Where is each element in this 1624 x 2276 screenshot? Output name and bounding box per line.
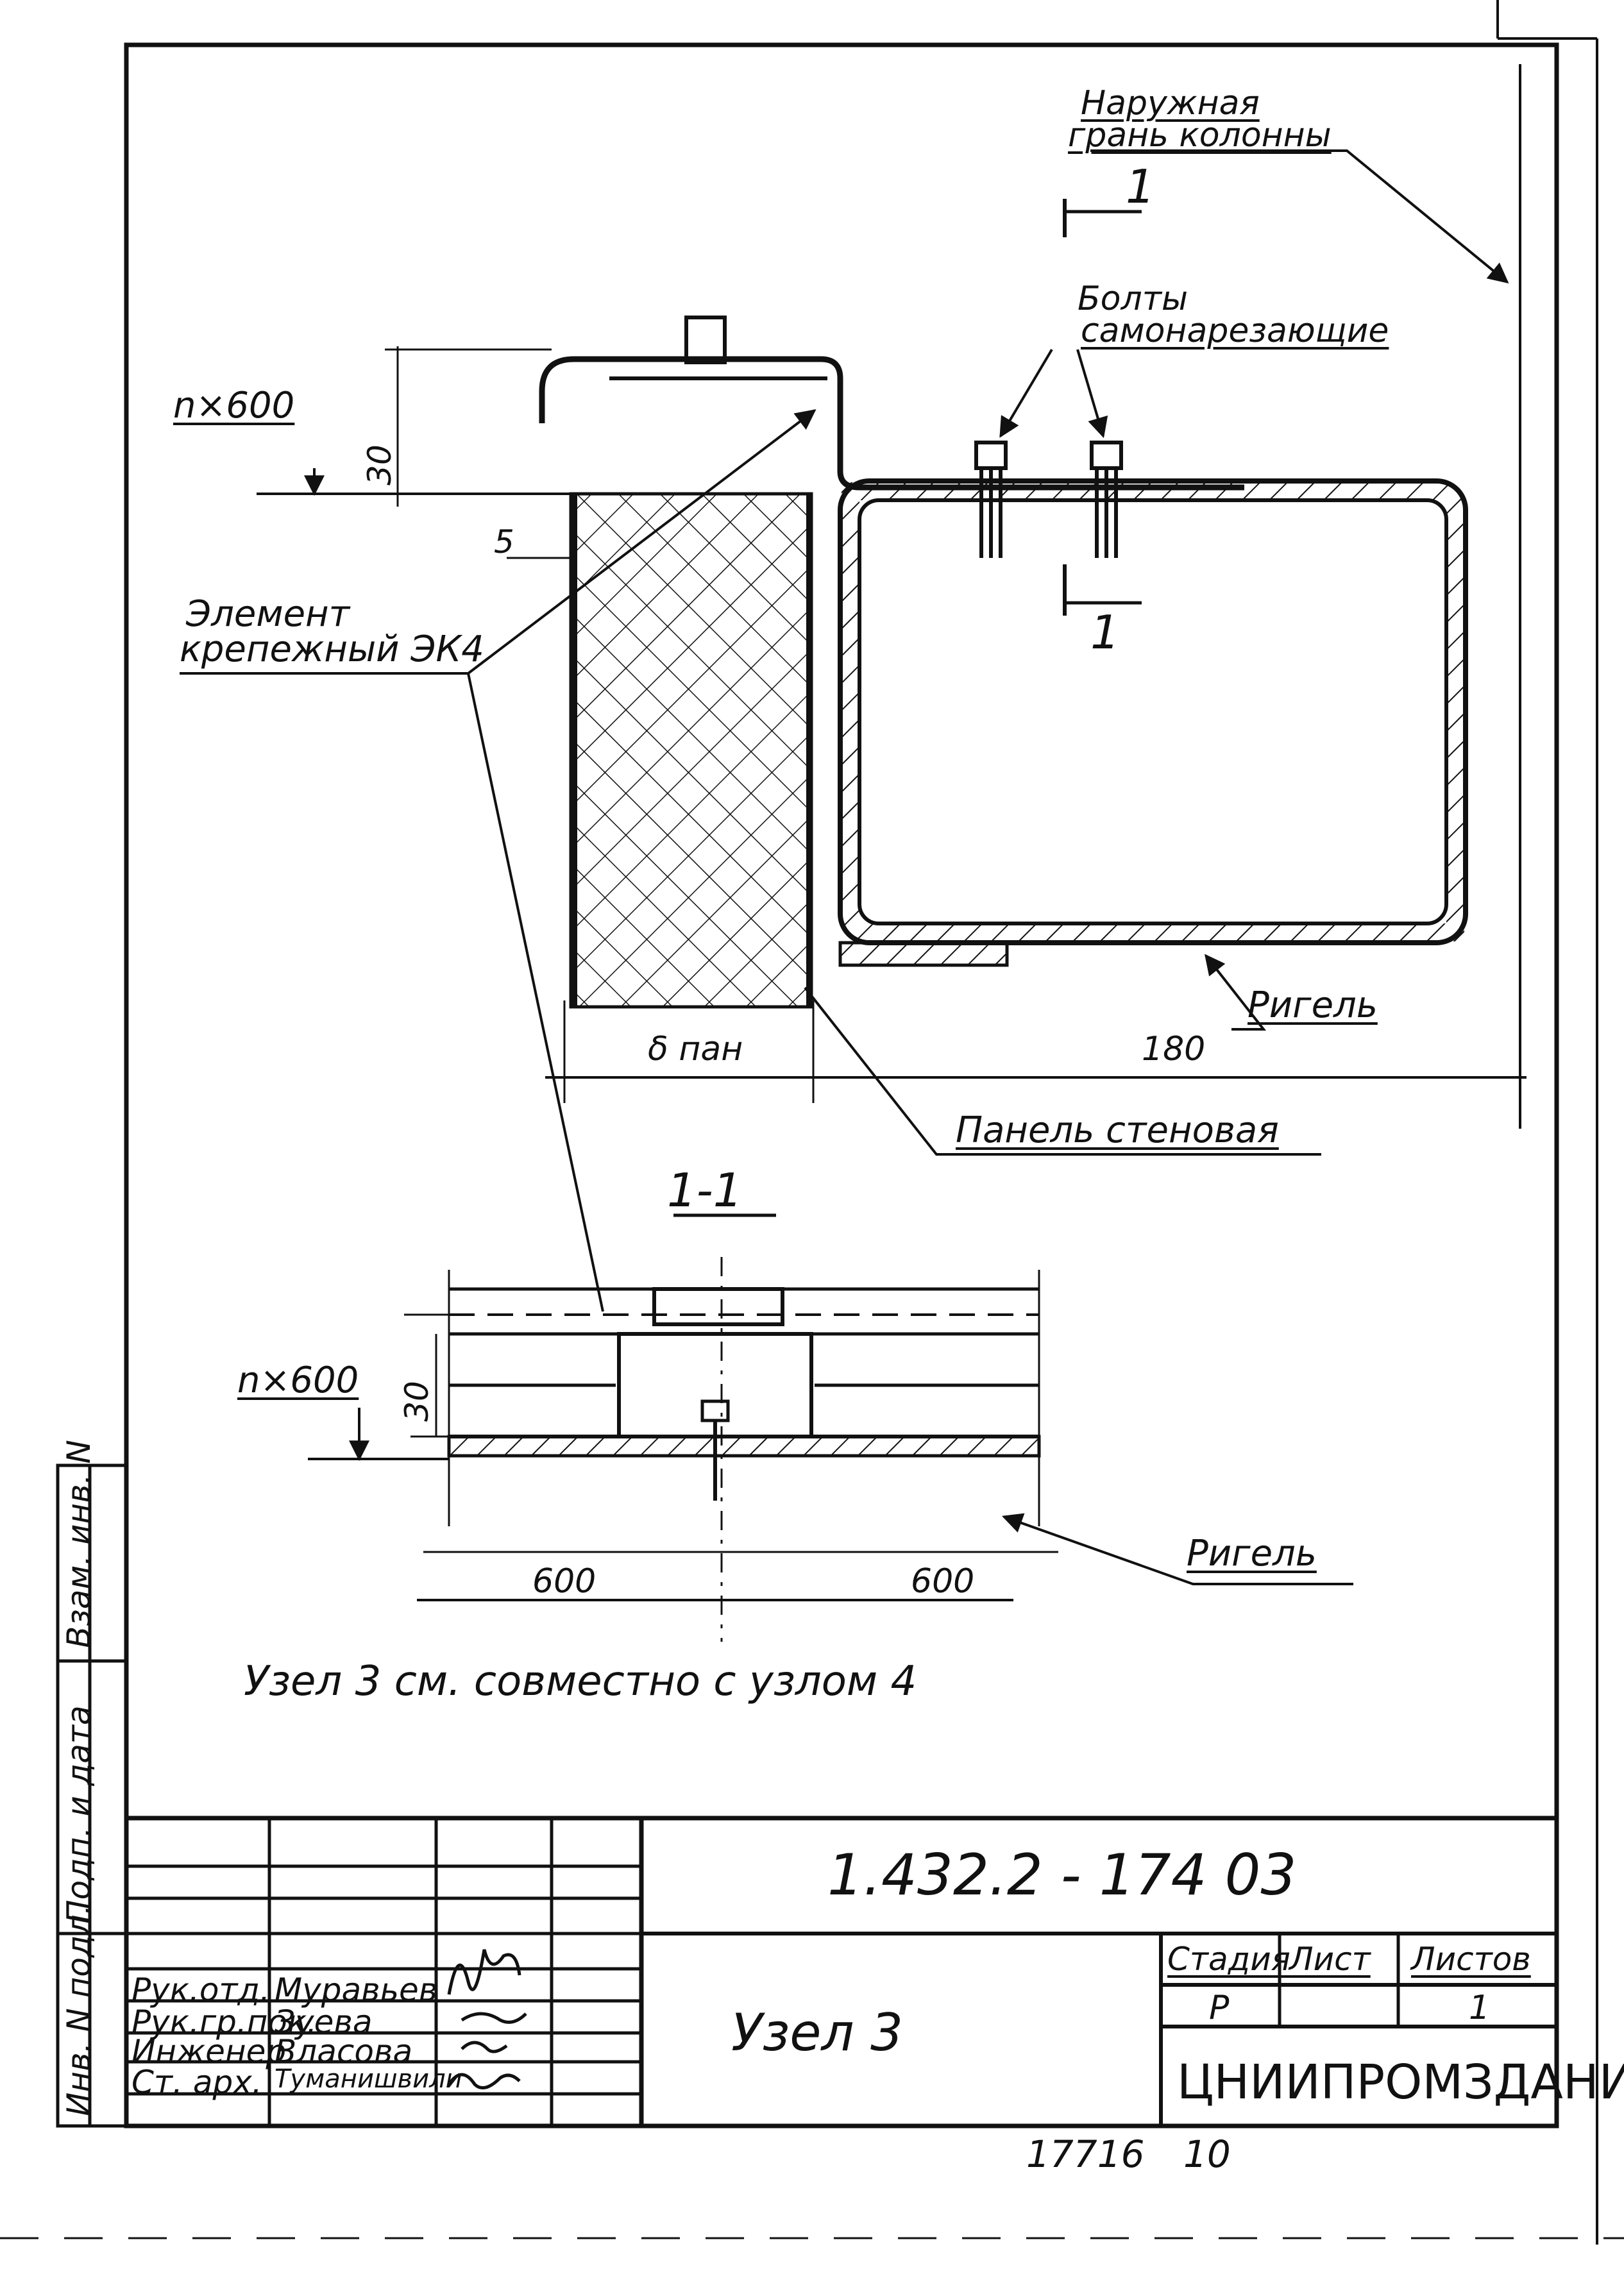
outer-face-label-2: грань колонны bbox=[1068, 116, 1332, 155]
girder-label-top: Ригель bbox=[1248, 984, 1378, 1026]
name-4: Туманишвили bbox=[275, 2064, 462, 2094]
wall-panel-label: Панель стеновая bbox=[956, 1109, 1279, 1151]
side-stamp-inv-no: Инв. N подл. bbox=[60, 1904, 97, 2116]
name-2: Зуева bbox=[275, 2003, 373, 2041]
section-title: 1-1 bbox=[667, 1163, 743, 1217]
dim-600-left: 600 bbox=[532, 1562, 596, 1601]
wall-panel-insulation bbox=[569, 492, 813, 1009]
side-stamp-grid bbox=[56, 1463, 128, 2128]
fastener-label-1: Элемент bbox=[186, 593, 350, 635]
name-1: Муравьев bbox=[275, 1971, 438, 2009]
stage-value: Р bbox=[1209, 1989, 1230, 2027]
dim-30-top: 30 bbox=[360, 444, 398, 485]
dim-180: 180 bbox=[1142, 1030, 1206, 1068]
role-3: Инженер bbox=[131, 2033, 287, 2070]
role-1: Рук.отд. bbox=[131, 1971, 271, 2009]
section-1-1 bbox=[308, 1257, 1353, 1642]
sheets-value: 1 bbox=[1469, 1989, 1491, 2027]
level-top-label: n×600 bbox=[173, 385, 295, 426]
title-block-grid bbox=[126, 1816, 1557, 2126]
side-stamp-replace-inv: Взам. инв. N bbox=[60, 1440, 97, 1648]
organization: ЦНИИПРОМЗДАНИЙ bbox=[1177, 2055, 1624, 2110]
stage-header: Стадия bbox=[1167, 1941, 1290, 1978]
role-2: Рук.гр.пок. bbox=[131, 2003, 317, 2041]
bolts-label-2: самонарезающие bbox=[1081, 312, 1389, 350]
signatures bbox=[447, 1949, 527, 2090]
fastener-label-2: крепежный ЭК4 bbox=[180, 628, 484, 670]
dim-600-right: 600 bbox=[911, 1562, 975, 1601]
role-4: Ст. арх. bbox=[131, 2064, 262, 2101]
bolts-label-1: Болты bbox=[1078, 280, 1188, 318]
sheet-header: Лист bbox=[1289, 1941, 1371, 1978]
drawing-note: Узел 3 см. совместно с узлом 4 bbox=[244, 1658, 917, 1705]
dim-30-section: 30 bbox=[398, 1381, 436, 1422]
name-3: Власова bbox=[275, 2033, 413, 2070]
section-mark-lower: 1 bbox=[1090, 605, 1120, 659]
fastener-pad bbox=[652, 1287, 784, 1326]
side-stamp-sign-date: Подп. и дата bbox=[60, 1705, 97, 1924]
dim-5: 5 bbox=[494, 523, 514, 561]
top-detail bbox=[180, 64, 1527, 1312]
dim-panel: δ пан bbox=[648, 1030, 743, 1068]
level-section-label: n×600 bbox=[237, 1360, 359, 1401]
girder-section bbox=[838, 478, 1468, 945]
footer-page: 10 bbox=[1183, 2132, 1231, 2176]
bolt-1 bbox=[974, 441, 1008, 558]
section-mark-top: 1 bbox=[1126, 160, 1155, 214]
bolt-2 bbox=[1090, 441, 1123, 558]
outer-face-label-1: Наружная bbox=[1081, 84, 1260, 122]
footer-code: 17716 bbox=[1026, 2132, 1145, 2176]
girder-label-section: Ригель bbox=[1187, 1533, 1317, 1574]
sheets-header: Листов bbox=[1411, 1941, 1531, 1978]
drawing-title: Узел 3 bbox=[731, 2003, 903, 2062]
doc-number: 1.432.2 - 174 03 bbox=[827, 1842, 1297, 1908]
